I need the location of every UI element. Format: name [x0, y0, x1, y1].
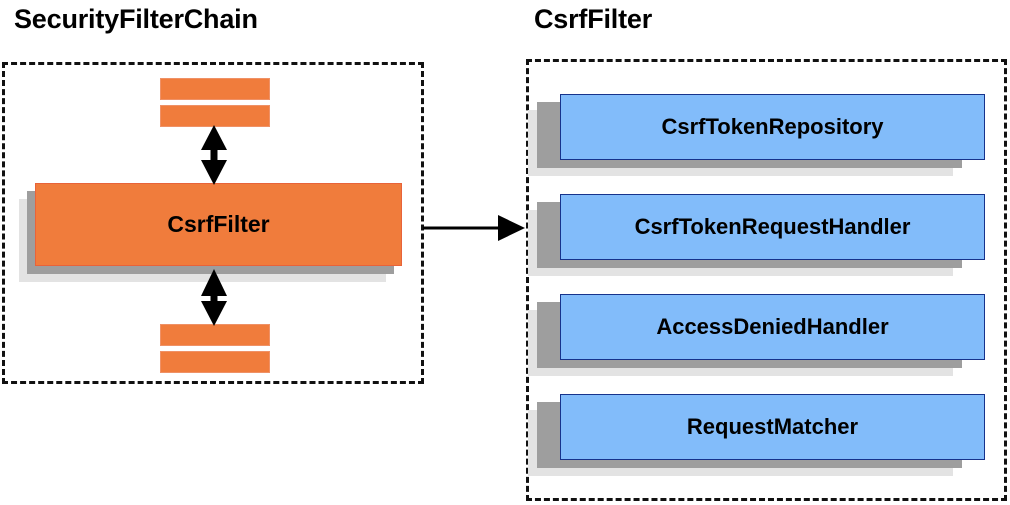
node-label-csrf-token-request-handler[interactable]: CsrfTokenRequestHandler	[560, 194, 985, 260]
node-csrf-filter[interactable]: CsrfFilter	[19, 183, 419, 283]
group-panel-csrf-filter	[526, 59, 1007, 501]
node-label-csrf-filter[interactable]: CsrfFilter	[35, 183, 402, 266]
node-request-matcher[interactable]: RequestMatcher	[528, 394, 988, 480]
node-label-csrf-token-repository[interactable]: CsrfTokenRepository	[560, 94, 985, 160]
filter-bar-above-1	[160, 78, 270, 100]
node-access-denied-handler[interactable]: AccessDeniedHandler	[528, 294, 988, 380]
node-label-request-matcher[interactable]: RequestMatcher	[560, 394, 985, 460]
filter-bar-below-2	[160, 351, 270, 373]
node-csrf-token-repository[interactable]: CsrfTokenRepository	[528, 94, 988, 180]
filter-bar-above-2	[160, 105, 270, 127]
node-label-access-denied-handler[interactable]: AccessDeniedHandler	[560, 294, 985, 360]
filter-bar-below-1	[160, 324, 270, 346]
group-panel-security-filter-chain	[2, 62, 424, 384]
page-title-security-filter-chain: SecurityFilterChain	[14, 4, 258, 34]
node-csrf-token-request-handler[interactable]: CsrfTokenRequestHandler	[528, 194, 988, 280]
arrow-connector-to-csrf-filter	[423, 215, 525, 241]
page-title-csrf-filter: CsrfFilter	[534, 4, 653, 34]
